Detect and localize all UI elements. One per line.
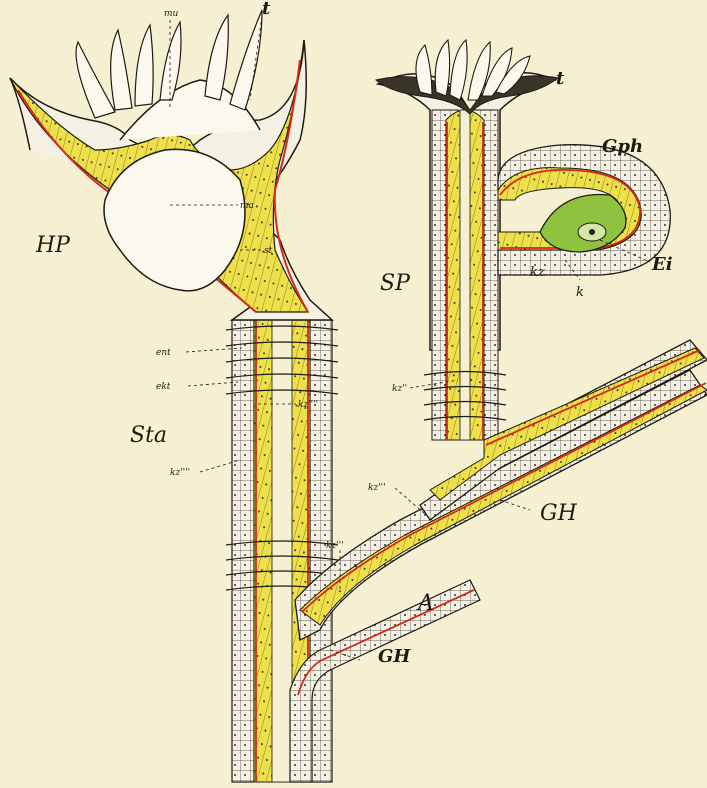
label-mu: mu [164, 9, 179, 19]
label-a: A [416, 591, 434, 616]
main-stalk [232, 320, 332, 782]
label-ekt: ekt [156, 382, 171, 392]
label-kz3-b: kz''' [326, 541, 344, 551]
label-sp: SP [380, 271, 411, 296]
label-st: st [264, 246, 273, 256]
label-gph: Gph [602, 136, 643, 157]
label-hp: HP [35, 233, 71, 258]
label-ent: ent [156, 348, 171, 358]
label-t-left: t [262, 0, 271, 19]
label-kz2: kz'' [392, 384, 407, 394]
label-gh-right: GH [540, 501, 578, 526]
gonophore [498, 145, 670, 275]
label-sta: Sta [130, 423, 167, 448]
label-k: k [576, 285, 584, 300]
label-t-right: t [556, 68, 565, 89]
label-kz4-left: kz'''' [170, 468, 190, 478]
branch-a [295, 370, 707, 640]
label-kz4-right: kz'''' [298, 400, 318, 410]
label-kz3-a: kz''' [368, 483, 386, 493]
label-gh-bottom: GH [378, 646, 411, 667]
gastric-cavity [104, 149, 245, 290]
label-kz-gonophore: kz [530, 265, 545, 280]
label-ei: Ei [651, 254, 673, 275]
label-ma: ma [240, 201, 254, 211]
